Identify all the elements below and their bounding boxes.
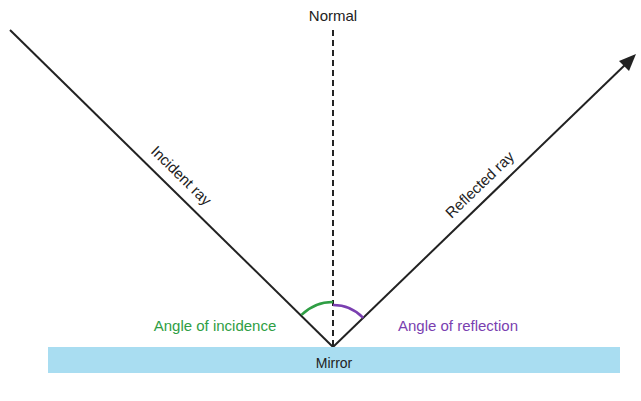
mirror: Mirror — [48, 347, 620, 399]
incidence-arc — [302, 302, 334, 315]
reflection-arc — [333, 305, 363, 318]
normal-label: Normal — [309, 8, 357, 25]
reflected-ray-line — [333, 62, 628, 347]
arrow-head — [619, 54, 636, 71]
normal-line — [332, 30, 334, 347]
angle-label: Angle of incidence — [154, 318, 277, 335]
mirror-label: Mirror — [48, 355, 620, 371]
angle-label: Angle of reflection — [398, 318, 518, 335]
incident-ray-line — [10, 30, 333, 347]
ray-label: Reflected ray — [442, 148, 517, 221]
